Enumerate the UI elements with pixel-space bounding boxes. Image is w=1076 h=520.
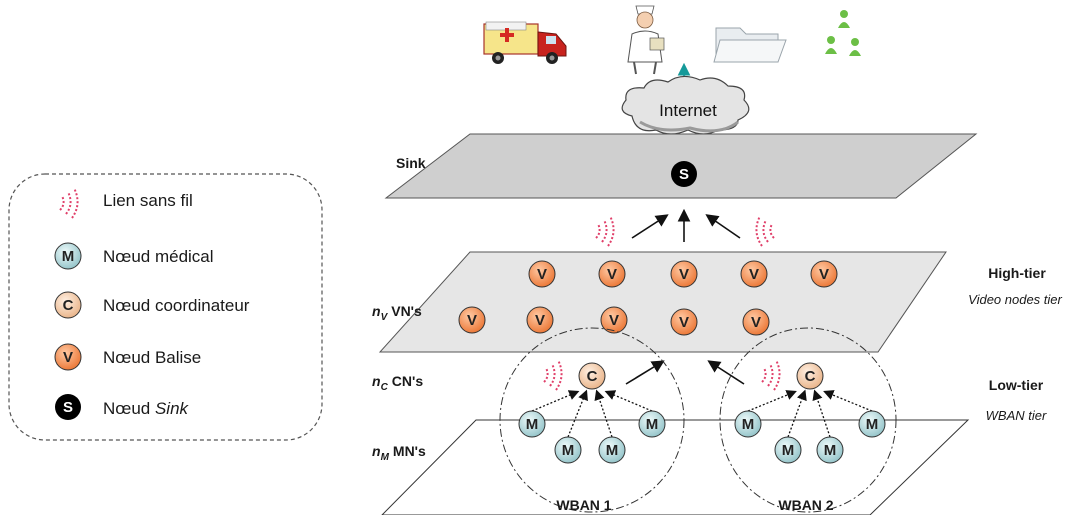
svg-text:M: M bbox=[562, 442, 575, 459]
ambulance-icon bbox=[483, 21, 567, 64]
svg-text:V: V bbox=[751, 314, 761, 331]
svg-text:V: V bbox=[749, 266, 759, 283]
svg-text:M: M bbox=[62, 248, 75, 265]
internet-cloud: Internet bbox=[621, 75, 750, 135]
sink-node-icon: S bbox=[55, 394, 81, 420]
legend-label-coordinator: Nœud coordinateur bbox=[103, 296, 250, 315]
low-tier-title: Low-tier bbox=[989, 377, 1044, 393]
svg-text:V: V bbox=[607, 266, 617, 283]
medical-node: M bbox=[816, 436, 844, 464]
wban-2-label: WBAN 2 bbox=[778, 497, 833, 513]
video-node: V bbox=[600, 306, 628, 334]
video-node: V bbox=[740, 260, 768, 288]
medical-link-arrow bbox=[594, 389, 613, 438]
video-node: V bbox=[528, 260, 556, 288]
svg-text:M: M bbox=[866, 416, 879, 433]
svg-text:V: V bbox=[63, 349, 73, 366]
svg-text:M: M bbox=[824, 442, 837, 459]
legend: Lien sans fil M Nœud médical C Nœud coor… bbox=[8, 173, 323, 441]
low-tier-subtitle: WBAN tier bbox=[986, 408, 1047, 423]
svg-text:V: V bbox=[535, 312, 545, 329]
legend-label-medical: Nœud médical bbox=[103, 247, 214, 266]
medical-link-arrow bbox=[787, 389, 807, 438]
legend-box bbox=[8, 173, 323, 441]
video-node: V bbox=[670, 260, 698, 288]
coordinator-node: C bbox=[578, 362, 606, 390]
svg-text:M: M bbox=[742, 416, 755, 433]
video-node: V bbox=[526, 306, 554, 334]
folder-icon bbox=[713, 27, 787, 63]
legend-label-sink: Nœud Sink bbox=[103, 399, 190, 418]
cn1-to-vn-arrow bbox=[625, 360, 665, 385]
medical-node: M bbox=[554, 436, 582, 464]
high-tier-subtitle: Video nodes tier bbox=[968, 292, 1062, 307]
svg-text:V: V bbox=[537, 266, 547, 283]
svg-text:M: M bbox=[606, 442, 619, 459]
svg-text:M: M bbox=[782, 442, 795, 459]
medical-node: M bbox=[598, 436, 626, 464]
wireless-link-icon bbox=[595, 215, 615, 247]
medical-node: M bbox=[638, 410, 666, 438]
svg-text:S: S bbox=[63, 399, 73, 416]
wban-2-boundary bbox=[719, 327, 897, 513]
wireless-link-icon bbox=[543, 359, 563, 391]
users-icon bbox=[825, 10, 861, 56]
svg-text:V: V bbox=[679, 314, 689, 331]
legend-label-wireless: Lien sans fil bbox=[103, 191, 193, 210]
video-node: V bbox=[598, 260, 626, 288]
medical-link-arrow bbox=[812, 389, 831, 438]
medical-to-coordinator-links bbox=[531, 389, 873, 438]
beacon-node-icon: V bbox=[54, 343, 82, 371]
video-nodes-plane bbox=[378, 251, 947, 353]
nurse-icon bbox=[627, 5, 665, 75]
wireless-link-icon bbox=[59, 187, 79, 219]
medical-link-arrow bbox=[823, 390, 873, 412]
legend-label-beacon: Nœud Balise bbox=[103, 348, 201, 367]
svg-text:V: V bbox=[467, 312, 477, 329]
wban-1-boundary bbox=[499, 327, 685, 513]
medical-node: M bbox=[518, 410, 546, 438]
video-node: V bbox=[670, 308, 698, 336]
medical-link-arrow bbox=[531, 390, 580, 412]
video-node: V bbox=[742, 308, 770, 336]
high-tier-title: High-tier bbox=[988, 265, 1046, 281]
video-node: V bbox=[810, 260, 838, 288]
video-node: V bbox=[458, 306, 486, 334]
svg-text:M: M bbox=[526, 416, 539, 433]
svg-text:V: V bbox=[609, 312, 619, 329]
svg-text:V: V bbox=[679, 266, 689, 283]
svg-text:C: C bbox=[63, 297, 74, 314]
wban-1-label: WBAN 1 bbox=[556, 497, 611, 513]
sink-node: S bbox=[671, 161, 697, 187]
medical-node-icon: M bbox=[54, 242, 82, 270]
medical-link-arrow bbox=[747, 390, 797, 412]
wireless-link-icon bbox=[761, 359, 781, 391]
vn-to-sink-arrow-right bbox=[705, 214, 741, 239]
medical-node: M bbox=[774, 436, 802, 464]
medical-link-arrow bbox=[567, 389, 588, 438]
svg-text:C: C bbox=[587, 368, 598, 385]
medical-node: M bbox=[858, 410, 886, 438]
svg-text:S: S bbox=[679, 166, 689, 183]
svg-text:C: C bbox=[805, 368, 816, 385]
svg-text:V: V bbox=[819, 266, 829, 283]
svg-text:M: M bbox=[646, 416, 659, 433]
coordinator-node-icon: C bbox=[54, 291, 82, 319]
sink-layer-label: Sink bbox=[396, 155, 426, 171]
wireless-link-icon bbox=[755, 215, 775, 247]
medical-link-arrow bbox=[604, 390, 653, 412]
coordinator-node: C bbox=[796, 362, 824, 390]
internet-label: Internet bbox=[659, 101, 717, 120]
vn-to-sink-arrow-left bbox=[631, 214, 669, 239]
wban-nodes: C M M M M C M M M M bbox=[518, 362, 886, 464]
medical-node: M bbox=[734, 410, 762, 438]
video-nodes: V V V V V V V V V V bbox=[458, 260, 838, 336]
cn2-to-vn-arrow bbox=[707, 360, 745, 385]
